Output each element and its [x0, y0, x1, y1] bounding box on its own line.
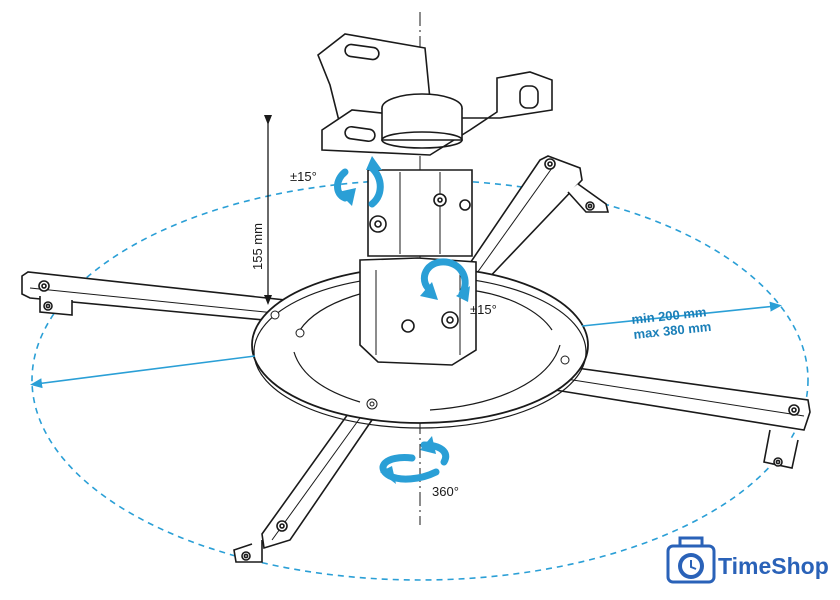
arm-right: [554, 364, 811, 469]
tilt-top-label: ±15°: [290, 169, 317, 184]
arm-top-right: [460, 155, 610, 286]
rotation-label: 360°: [432, 484, 459, 499]
brand-name: TimeShop: [718, 553, 829, 579]
span-arrow-right: [581, 301, 782, 327]
column-assembly: [359, 169, 477, 366]
ceiling-bracket: [317, 33, 553, 156]
clock-briefcase-icon: [666, 536, 716, 584]
tilt-side-label: ±15°: [470, 302, 497, 317]
mount-arms: [21, 155, 811, 563]
span-arrow-left: [30, 355, 256, 389]
height-label: 155 mm: [250, 223, 265, 270]
arm-bottom-left: [233, 413, 374, 563]
arm-left: [21, 271, 286, 323]
tilt-arrow-side-icon: [421, 258, 469, 298]
